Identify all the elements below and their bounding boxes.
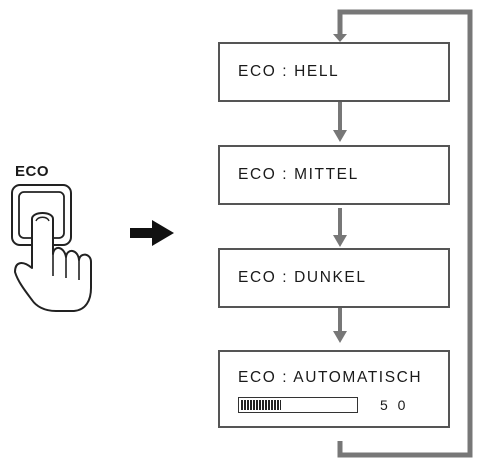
auto-level-bar: [238, 397, 358, 413]
right-arrow-icon: [130, 220, 174, 246]
loop-back-arrowhead: [333, 34, 347, 42]
hand-pressing-icon: [11, 184, 92, 312]
auto-level-fill: [241, 400, 281, 410]
mode-label-mittel: ECO : MITTEL: [238, 166, 359, 183]
mode-label-dunkel: ECO : DUNKEL: [238, 269, 367, 286]
mode-box-hell: ECO : HELL: [218, 42, 450, 102]
connector-1-2-arrowhead: [333, 130, 347, 142]
mode-box-dunkel: ECO : DUNKEL: [218, 248, 450, 308]
mode-box-mittel: ECO : MITTEL: [218, 145, 450, 205]
loop-back-line: [337, 9, 473, 458]
mode-label-hell: ECO : HELL: [238, 63, 340, 80]
connector-3-4-arrowhead: [333, 331, 347, 343]
auto-level-value: 5 0: [380, 397, 409, 413]
mode-label-automatisch: ECO : AUTOMATISCH: [238, 369, 423, 386]
eco-button-label: ECO: [15, 163, 50, 180]
mode-box-automatisch: ECO : AUTOMATISCH 5 0: [218, 350, 450, 428]
connector-2-3-arrowhead: [333, 235, 347, 247]
